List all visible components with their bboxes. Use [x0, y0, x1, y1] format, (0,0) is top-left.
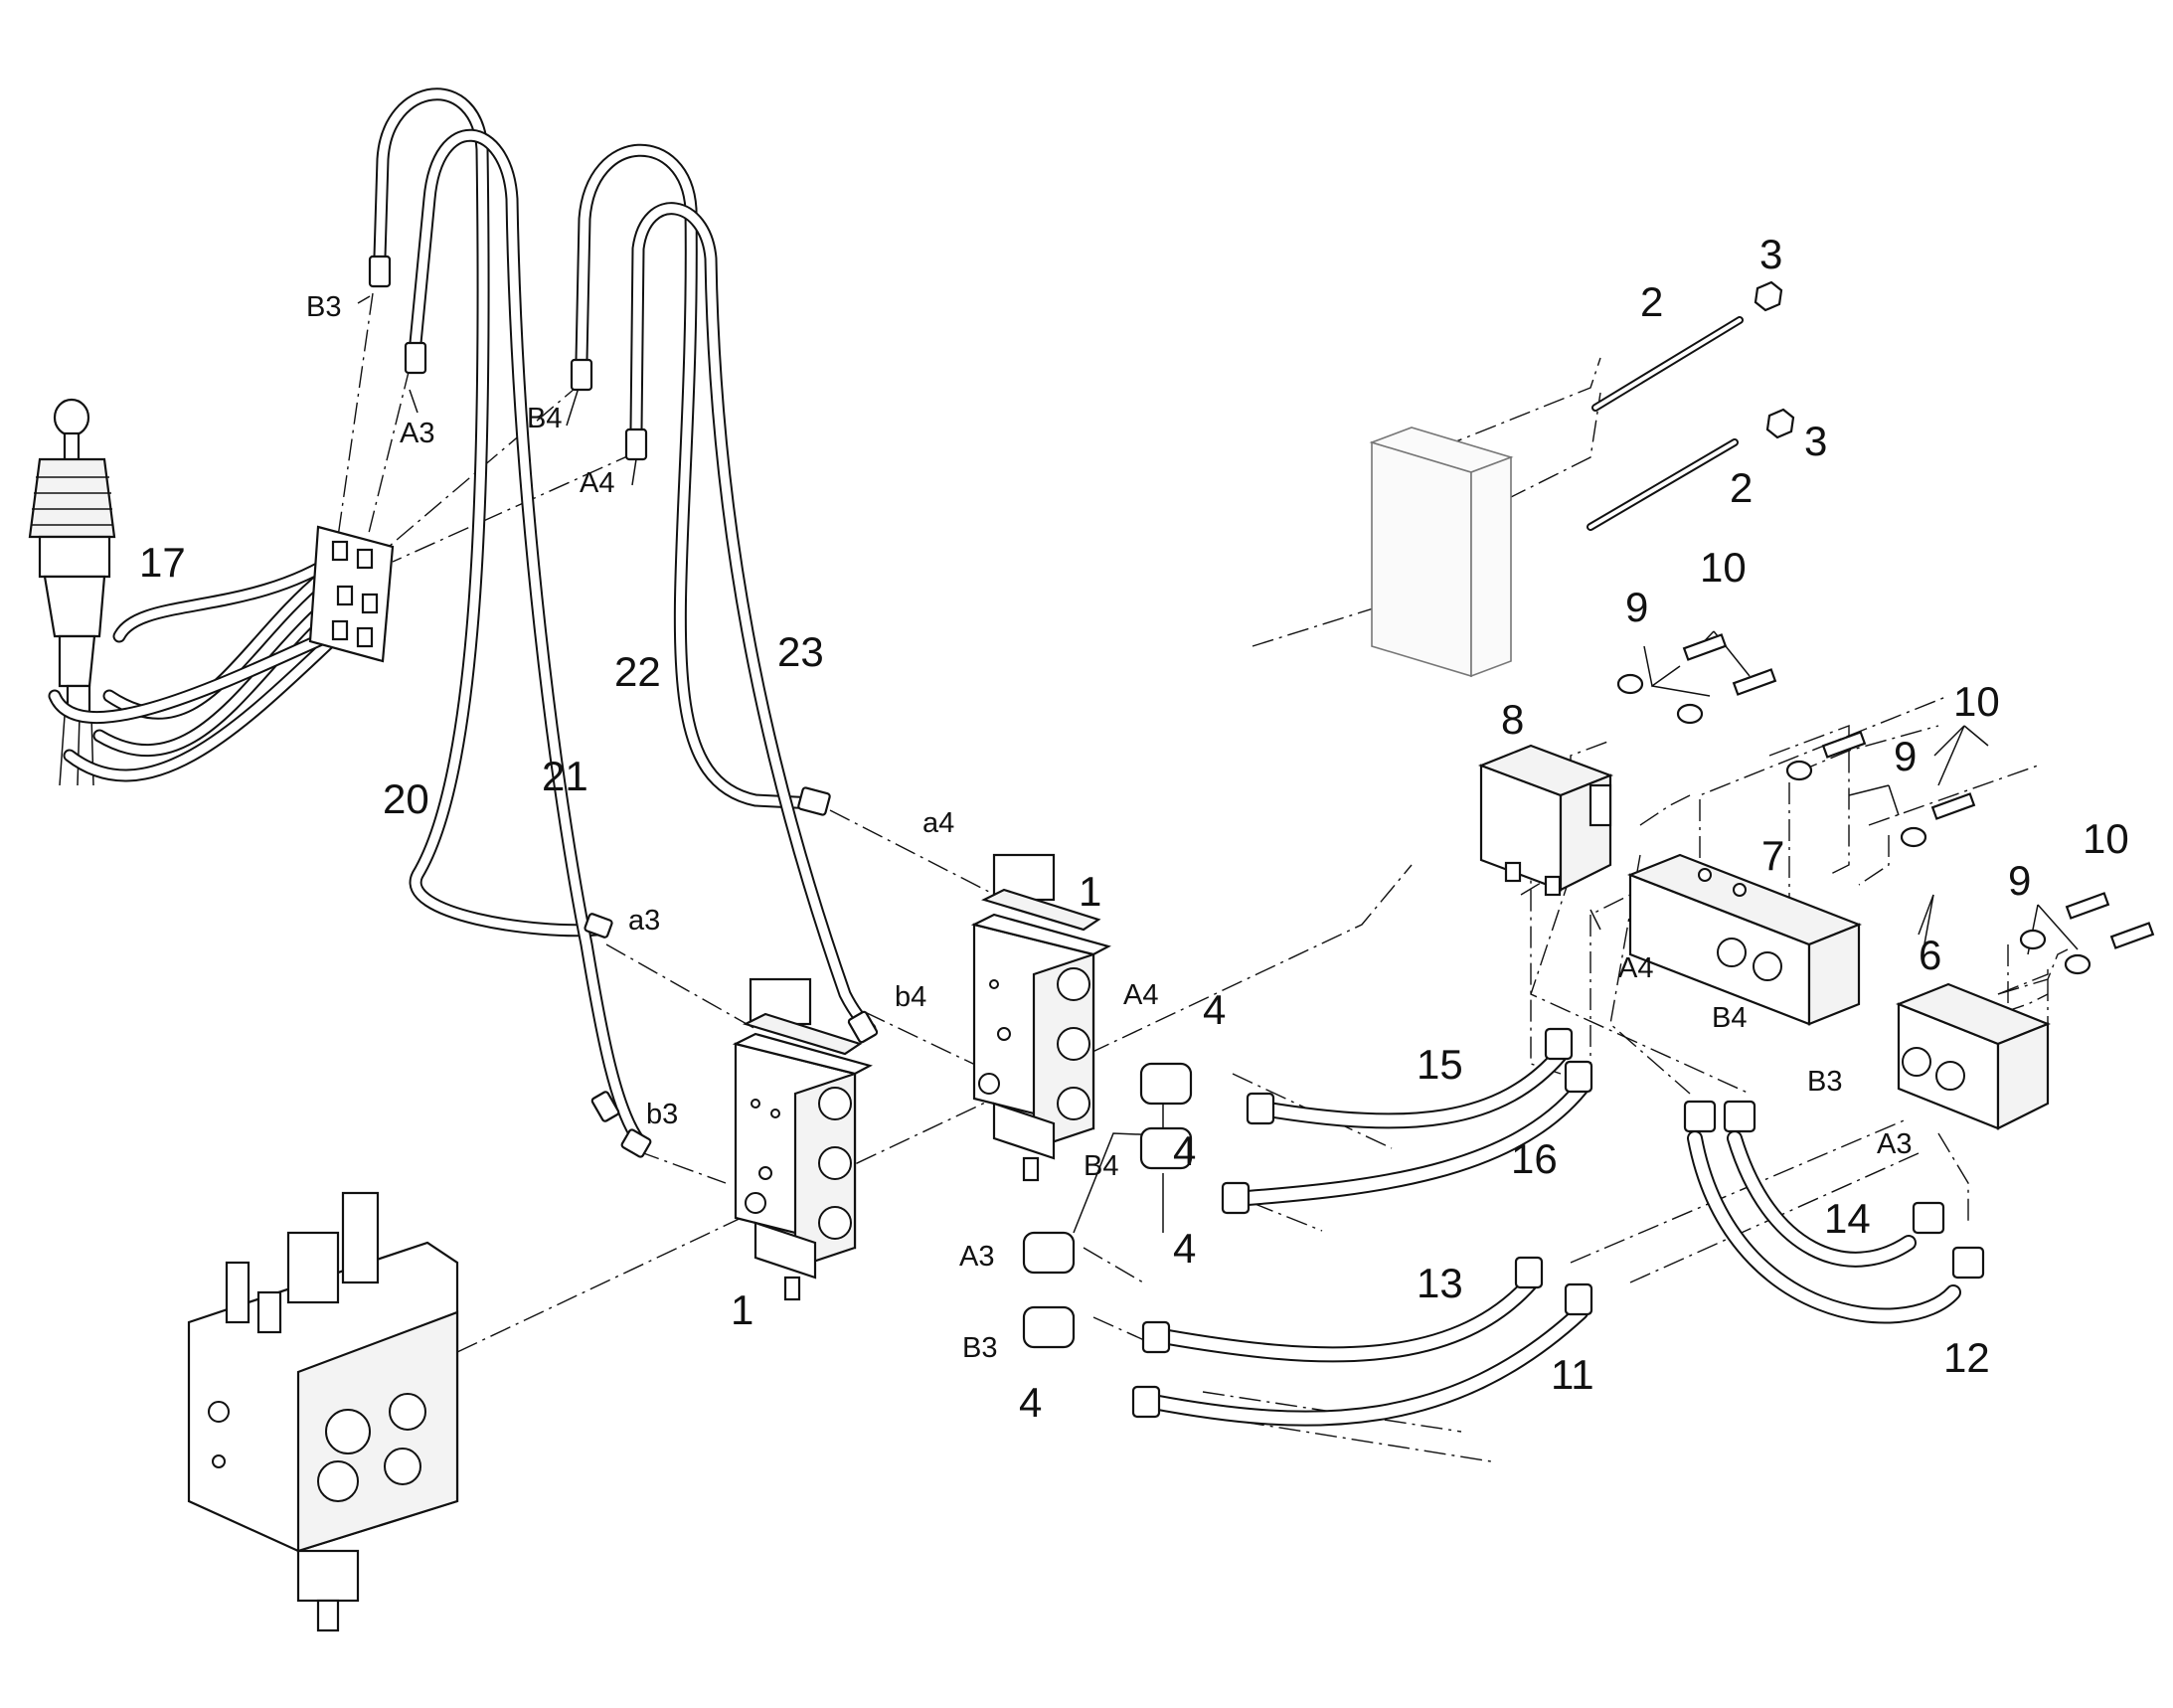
callout-4-a: 4	[1203, 986, 1226, 1033]
port-label-B4-block7: B4	[1712, 1002, 1747, 1034]
callout-22: 22	[614, 648, 661, 695]
callout-8: 8	[1501, 696, 1524, 743]
callout-14: 14	[1824, 1195, 1871, 1242]
port-label-B3-block6: B3	[1807, 1066, 1842, 1098]
plate-fittings	[331, 540, 379, 648]
joystick-17	[28, 398, 116, 786]
hoses-22-23	[575, 143, 877, 1036]
callout-4-d: 4	[1173, 1127, 1196, 1174]
nuts-3	[1754, 280, 1795, 439]
callout-3-upper: 3	[1759, 231, 1782, 277]
port-label-a3: a3	[628, 905, 660, 937]
hose-fittings-22-23	[570, 358, 879, 1044]
callout-15: 15	[1417, 1041, 1463, 1088]
callout-3-lower: 3	[1804, 418, 1827, 464]
callout-20: 20	[383, 775, 429, 822]
port-label-A4-block7: A4	[1618, 952, 1653, 984]
washers-9	[1616, 673, 2091, 975]
callout-23: 23	[777, 628, 824, 675]
mounting-bracket	[1369, 427, 1514, 678]
port-label-B3-adapter: B3	[962, 1332, 997, 1364]
hoses-20-21	[373, 87, 648, 1150]
callout-6: 6	[1919, 932, 1941, 978]
main-control-valve	[187, 1191, 459, 1632]
block-6	[1896, 982, 2051, 1130]
port-label-A3-top: A3	[400, 418, 434, 449]
callout-9-c: 9	[2008, 857, 2031, 904]
callout-9-a: 9	[1625, 584, 1648, 630]
port-label-B4-top: B4	[527, 403, 562, 434]
callout-numbers: 1 1 2 2 3 3 4 4 4 4 6 7 8 9 9 9 10 10 10…	[139, 231, 2129, 1426]
callout-17: 17	[139, 539, 186, 586]
port-label-b4: b4	[895, 981, 926, 1013]
port-label-A3-adapter: A3	[959, 1241, 994, 1273]
hose-nuts-lower	[1131, 1027, 1985, 1419]
callout-2-lower: 2	[1730, 464, 1753, 511]
callout-13: 13	[1417, 1260, 1463, 1306]
port-label-A3-block6: A3	[1877, 1128, 1912, 1160]
callout-10-b: 10	[1953, 678, 2000, 725]
rods-2	[1587, 316, 1744, 531]
block-8	[1477, 744, 1614, 897]
joystick-adapter-plate	[308, 525, 395, 663]
callout-10-a: 10	[1700, 544, 1747, 591]
port-label-B3-top: B3	[306, 291, 341, 323]
port-label-A4-top: A4	[580, 467, 614, 499]
hoses-lower	[1145, 1046, 1961, 1427]
callout-11: 11	[1551, 1351, 1594, 1398]
port-labels: B3 A3 B4 A4 a4 a3 b4 b3 A4 B4 A3 B3 A4 B…	[306, 291, 1912, 1364]
joystick-hoses	[48, 550, 365, 782]
bolts-10	[1682, 633, 2155, 949]
callout-12: 12	[1943, 1334, 1990, 1381]
port-label-B4-adapter: B4	[1084, 1150, 1118, 1182]
valve-section-1-upper	[970, 853, 1111, 1182]
callout-4-c: 4	[1019, 1379, 1042, 1426]
callout-10-c: 10	[2083, 815, 2129, 862]
callout-1-lower: 1	[731, 1286, 753, 1333]
leader-lines	[357, 295, 2079, 1234]
callout-7: 7	[1761, 832, 1784, 879]
callout-4-b: 4	[1173, 1225, 1196, 1272]
port-label-b3: b3	[646, 1099, 678, 1130]
callout-16: 16	[1511, 1135, 1558, 1182]
port-label-A4-adapter: A4	[1123, 979, 1158, 1011]
hose-fittings-20-21	[368, 255, 652, 1158]
port-label-a4: a4	[922, 807, 954, 839]
valve-section-1-lower	[732, 977, 873, 1301]
callout-1-upper: 1	[1079, 868, 1101, 915]
callout-21: 21	[542, 753, 588, 799]
callout-9-b: 9	[1894, 733, 1917, 779]
block-7	[1627, 853, 1862, 1026]
adapters-4	[1022, 1062, 1193, 1349]
callout-2-upper: 2	[1640, 278, 1663, 325]
